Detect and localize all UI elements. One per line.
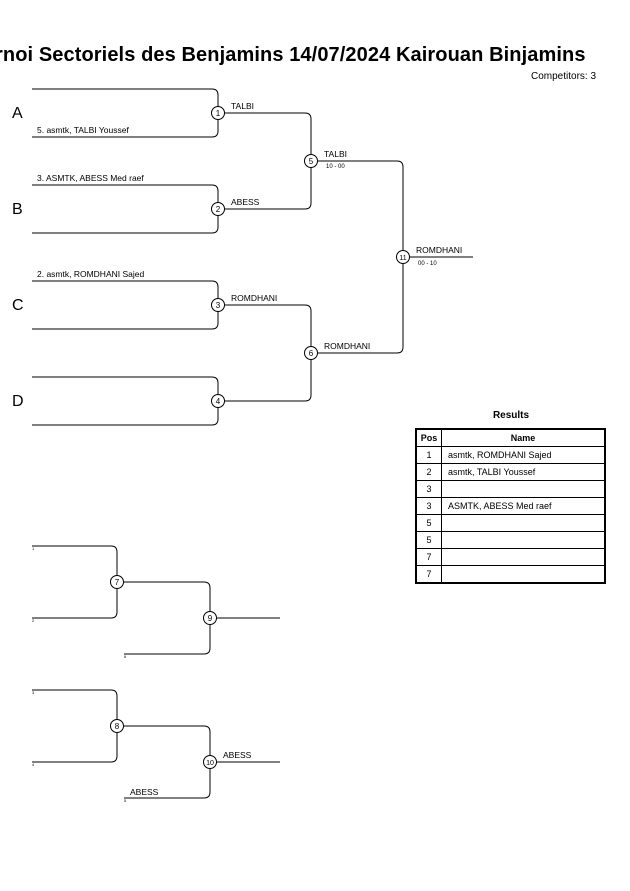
- repechage-slot-9-bottom: 6: [124, 654, 127, 659]
- pool-label-c: C: [12, 297, 24, 314]
- results-header-row: Pos Name: [415, 428, 606, 447]
- repechage-slot-7-bottom: 2: [32, 618, 35, 623]
- match-node-10: 10: [203, 755, 217, 769]
- match-node-6: 6: [304, 346, 318, 360]
- match-node-8: 8: [110, 719, 124, 733]
- results-pos: 5: [415, 514, 442, 532]
- score-m5: 10 - 00: [326, 164, 345, 170]
- table-row: 3: [415, 480, 606, 498]
- results-pos: 3: [415, 497, 442, 515]
- table-row: 7: [415, 565, 606, 584]
- winner-m5: TALBI: [324, 149, 347, 159]
- bracket-line-m1-out: [218, 112, 312, 210]
- svg-text:4: 4: [216, 397, 221, 406]
- match-node-3: 3: [211, 298, 225, 312]
- results-pos: 7: [415, 548, 442, 566]
- svg-text:10: 10: [206, 760, 214, 767]
- svg-text:3: 3: [216, 301, 221, 310]
- pool-label-a: A: [12, 105, 23, 122]
- results-name: ASMTK, ABESS Med raef: [441, 497, 606, 515]
- results-name: [441, 531, 606, 549]
- svg-text:1: 1: [216, 109, 221, 118]
- page-title: rnoi Sectoriels des Benjamins 14/07/2024…: [0, 44, 586, 66]
- svg-text:2: 2: [216, 205, 221, 214]
- winner-m11: ROMDHANI: [416, 245, 462, 255]
- results-name: [441, 548, 606, 566]
- results-pos: 3: [415, 480, 442, 498]
- entry-c-top: 2. asmtk, ROMDHANI Sajed: [37, 269, 144, 279]
- match-node-4: 4: [211, 394, 225, 408]
- winner-m3: ROMDHANI: [231, 293, 277, 303]
- svg-text:6: 6: [309, 349, 314, 358]
- results-name: asmtk, TALBI Youssef: [441, 463, 606, 481]
- bracket-line-m7: [32, 545, 118, 619]
- table-row: 5: [415, 514, 606, 532]
- results-pos: 7: [415, 565, 442, 584]
- bracket-line-c: [32, 280, 219, 330]
- match-node-7: 7: [110, 575, 124, 589]
- repechage-slot-7-top: 1: [32, 546, 35, 551]
- bracket-line-b: [32, 184, 219, 234]
- repechage-entry-m10-bottom: ABESS: [130, 787, 159, 797]
- winner-m2: ABESS: [231, 197, 260, 207]
- bracket-line-d: [32, 376, 219, 426]
- svg-text:5: 5: [309, 157, 314, 166]
- results-name: [441, 565, 606, 584]
- match-node-1: 1: [211, 106, 225, 120]
- match-node-2: 2: [211, 202, 225, 216]
- pool-label-b: B: [12, 201, 23, 218]
- bracket-line-m8: [32, 689, 118, 763]
- pool-label-d: D: [12, 393, 24, 410]
- results-pos: 1: [415, 446, 442, 464]
- score-m11: 00 - 10: [418, 261, 437, 267]
- bracket-line-m9: [117, 581, 211, 655]
- competitors-count: Competitors: 3: [531, 71, 597, 82]
- winner-m10: ABESS: [223, 750, 252, 760]
- repechage-slot-8-top: 3: [32, 690, 35, 695]
- match-node-5: 5: [304, 154, 318, 168]
- table-row: 5: [415, 531, 606, 549]
- winner-m6: ROMDHANI: [324, 341, 370, 351]
- results-pos: 2: [415, 463, 442, 481]
- svg-text:7: 7: [115, 578, 120, 587]
- svg-text:8: 8: [115, 722, 120, 731]
- results-name: [441, 514, 606, 532]
- bracket-line-semis: [311, 160, 404, 354]
- results-name: asmtk, ROMDHANI Sajed: [441, 446, 606, 464]
- page-title-bar: rnoi Sectoriels des Benjamins 14/07/2024…: [0, 44, 630, 72]
- results-header-pos: Pos: [415, 428, 442, 447]
- winner-m1: TALBI: [231, 101, 254, 111]
- results-name: [441, 480, 606, 498]
- svg-text:9: 9: [208, 614, 213, 623]
- results-title: Results: [492, 410, 530, 421]
- entry-a-bottom: 5. asmtk, TALBI Youssef: [37, 125, 129, 135]
- match-node-9: 9: [203, 611, 217, 625]
- bracket-line-m3-out: [218, 304, 312, 402]
- table-row: 7: [415, 548, 606, 566]
- results-pos: 5: [415, 531, 442, 549]
- repechage-slot-8-bottom: 4: [32, 762, 35, 767]
- results-header-name: Name: [441, 428, 606, 447]
- svg-text:11: 11: [399, 255, 406, 262]
- repechage-slot-10-bottom: 5: [124, 798, 127, 803]
- entry-b-top: 3. ASMTK, ABESS Med raef: [37, 173, 144, 183]
- match-node-11: 11: [396, 250, 410, 264]
